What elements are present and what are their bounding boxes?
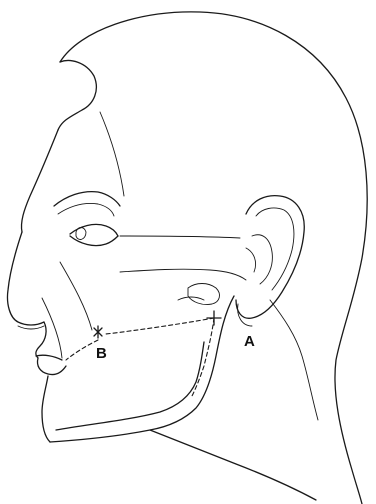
marker-b-cross — [94, 326, 102, 338]
ear-inner — [256, 208, 294, 290]
label-b: B — [96, 345, 107, 362]
jaw-inner-contour — [56, 342, 204, 430]
forehead-profile — [21, 130, 58, 232]
nasolabial-fold — [42, 298, 62, 358]
eye-lower-lid — [70, 236, 118, 246]
mouth-line — [36, 355, 62, 360]
eye-level-line — [120, 236, 240, 238]
label-a: A — [244, 333, 255, 350]
ear-lobe — [238, 304, 252, 326]
chin — [42, 376, 50, 442]
neck-muscle — [270, 300, 318, 420]
cheek-line — [60, 262, 92, 330]
iris — [76, 228, 86, 240]
zygomatic-line — [120, 269, 246, 280]
temple-line — [100, 112, 124, 196]
nostril — [18, 326, 44, 329]
hairline — [58, 61, 96, 130]
marker-a-cross — [207, 311, 221, 325]
neck-front — [150, 430, 316, 500]
nose — [7, 232, 44, 325]
eyebrow-lower — [58, 203, 114, 216]
condyle-sketch — [188, 284, 219, 305]
ear-concha — [246, 248, 256, 272]
head-outline — [60, 12, 367, 504]
dashed-line-a-to-b — [106, 318, 214, 334]
dashed-line-b-to-mouth — [66, 340, 98, 360]
